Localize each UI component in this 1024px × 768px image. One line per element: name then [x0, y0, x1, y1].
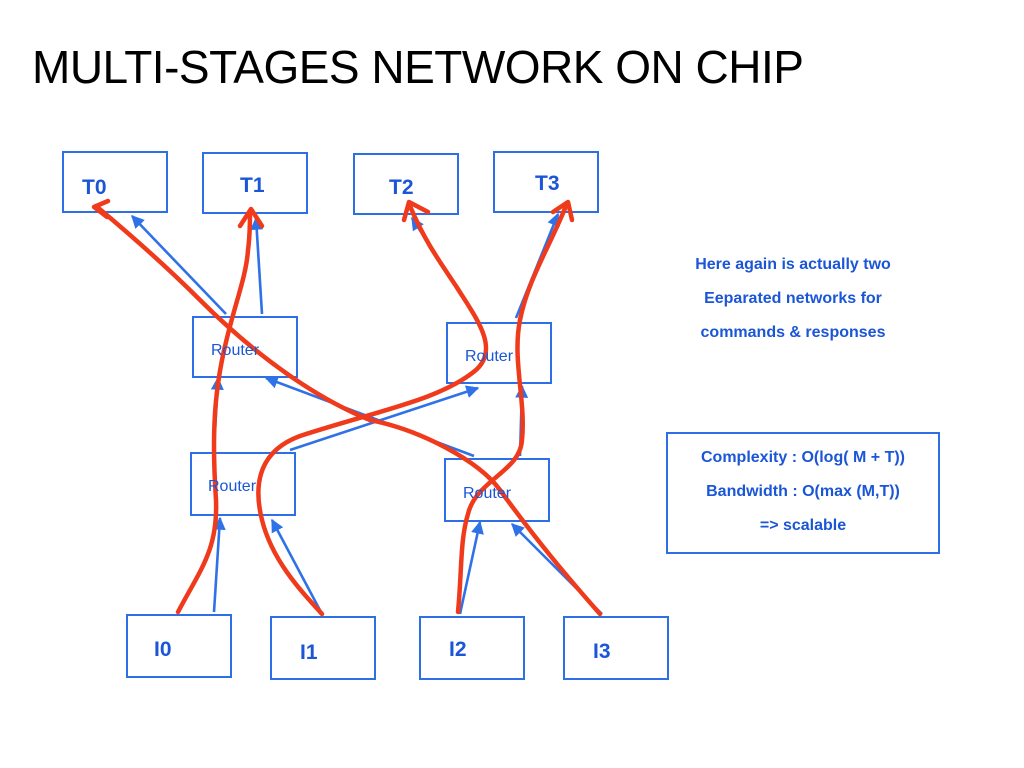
red-path-i2-to-t3 [455, 203, 569, 615]
red-path-t2-arrowhead [401, 199, 431, 223]
target-box-t0 [62, 151, 168, 213]
blue-link-tl-router-t0 [131, 215, 227, 315]
router-label-top-right: Router [465, 348, 514, 365]
red-path-t0-arrowhead [91, 198, 111, 220]
blue-link-tl-router-t1 [250, 216, 264, 315]
blue-link-i1-router [270, 518, 324, 615]
initiator-label-i2: I2 [449, 638, 467, 661]
router-box-bottom-left [190, 452, 296, 516]
note-line-1: Here again is actually two [695, 256, 891, 273]
networks-note: Here again is actually two Eeparated net… [658, 253, 928, 355]
router-box-top-right [446, 322, 552, 384]
target-label-t3: T3 [535, 172, 560, 195]
red-path-t3-arrowhead [550, 199, 575, 223]
red-path-t1-arrowhead [237, 206, 265, 229]
scalable-text: => scalable [759, 517, 847, 534]
blue-link-i2-router [458, 520, 484, 615]
target-label-t2: T2 [389, 176, 414, 199]
initiator-label-i3: I3 [593, 640, 611, 663]
initiator-box-i2 [419, 616, 525, 680]
initiator-label-i0: I0 [154, 638, 172, 661]
router-label-top-left: Router [211, 342, 260, 359]
initiator-box-i3 [563, 616, 669, 680]
blue-link-bl-router-tr [289, 385, 480, 452]
red-path-i0-to-t1 [175, 209, 253, 615]
blue-link-i0-router [212, 516, 226, 613]
initiator-box-i0 [126, 614, 232, 678]
router-box-bottom-right [444, 458, 550, 522]
router-label-bottom-right: Router [463, 485, 512, 502]
red-path-i3-to-t0 [93, 203, 603, 617]
target-label-t0: T0 [82, 176, 107, 199]
slide-title: MULTI-STAGES NETWORK ON CHIP [32, 41, 804, 93]
red-path-i1-to-t2 [256, 203, 489, 617]
bandwidth-text: Bandwidth : O(max (M,T)) [706, 483, 900, 500]
initiator-box-i1 [270, 616, 376, 680]
complexity-box: Complexity : O(log( M + T)) Bandwidth : … [666, 432, 940, 554]
note-line-2: Eeparated networks for [704, 290, 882, 307]
note-line-3: commands & responses [700, 324, 886, 341]
initiator-label-i1: I1 [300, 641, 318, 664]
complexity-text: Complexity : O(log( M + T)) [701, 449, 905, 466]
target-label-t1: T1 [240, 174, 265, 197]
router-label-bottom-left: Router [208, 478, 257, 495]
target-box-t3 [493, 151, 599, 213]
